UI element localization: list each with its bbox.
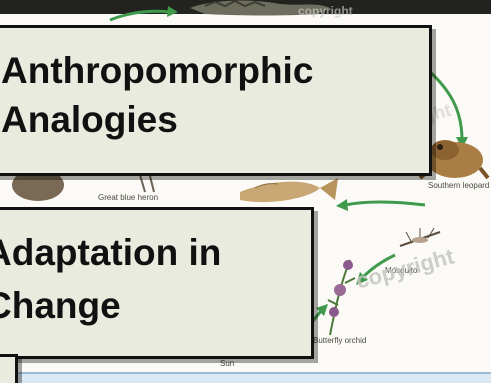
title-card-adaptation[interactable]: Adaptation in Change <box>0 207 314 359</box>
card-title-line: Analogies <box>1 95 313 144</box>
bottom-blue-band <box>0 372 491 383</box>
card-title-line: Change <box>0 279 221 332</box>
label-sun: Sun <box>220 359 234 368</box>
orchid-illustration <box>328 260 355 335</box>
fish-illustration <box>240 178 338 202</box>
card-title: Adaptation in Change <box>0 226 221 332</box>
label-frog: Southern leopard frog <box>428 181 472 190</box>
card-title-line: Anthropomorphic <box>1 46 313 95</box>
arrow-top <box>110 11 170 20</box>
watermark: copyright <box>298 4 353 18</box>
label-heron: Great blue heron <box>98 193 158 202</box>
card-title: Anthropomorphic Analogies <box>1 46 313 144</box>
card-title-line: Adaptation in <box>0 226 221 279</box>
card-stack-edge <box>0 354 18 383</box>
label-orchid: Butterfly orchid <box>313 336 366 345</box>
mosquito-illustration <box>400 228 440 246</box>
heron-illustration <box>140 175 154 192</box>
arrow-frog-left <box>345 202 425 205</box>
title-card-anthropomorphic[interactable]: Anthropomorphic Analogies <box>0 25 432 176</box>
